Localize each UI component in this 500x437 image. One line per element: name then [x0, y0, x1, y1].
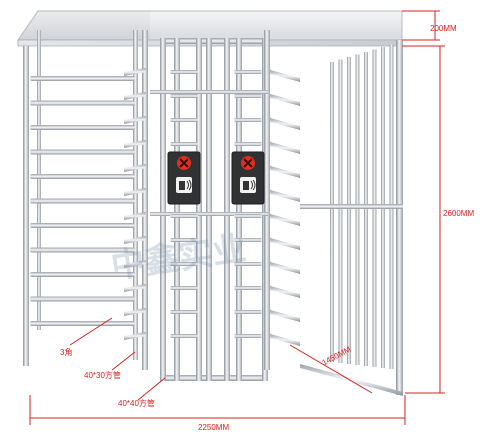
rotor-arm-inner-right — [234, 142, 262, 146]
rotor-right-shaft — [264, 30, 270, 370]
gate-top-rail — [160, 38, 268, 44]
right-cage-rail — [300, 204, 403, 209]
left-front-post — [23, 46, 29, 366]
rotor-arm-left — [124, 260, 146, 268]
rotor-arm-left — [124, 92, 146, 100]
rotor-arm-right — [270, 334, 300, 346]
rotor-arm-inner-left — [170, 214, 198, 218]
rotor-arm-right — [270, 238, 300, 250]
left-cage-bar — [30, 272, 135, 277]
rotor-arm-left — [124, 116, 146, 124]
rotor-arm-left — [124, 68, 146, 76]
stop-x-icon — [177, 156, 191, 170]
rotor-arm-right — [270, 310, 300, 322]
left-cage-bar — [30, 100, 135, 106]
gate-mid-rail — [150, 212, 268, 216]
gate-bottom-rail — [160, 375, 268, 381]
rotor-arm-right — [270, 70, 300, 82]
dim-top-height: 200MM — [430, 24, 457, 33]
rotor-arm-inner-left — [170, 142, 198, 146]
gate-post — [206, 38, 212, 381]
left-inner-post — [133, 30, 138, 360]
reader-panel-left — [167, 151, 201, 205]
left-cage-bar — [30, 149, 135, 155]
stop-x-icon — [241, 156, 255, 170]
right-cage-post — [330, 62, 334, 362]
rotor-arm-inner-left — [170, 70, 198, 74]
rotor-arm-inner-right — [234, 310, 262, 314]
rotor-arms — [124, 68, 300, 346]
right-corner-post — [396, 40, 403, 395]
rotor-arm-left — [124, 212, 146, 220]
card-reader-icon — [176, 177, 192, 193]
dim-total-width: 2250MM — [198, 423, 229, 432]
rotor-arm-inner-left — [170, 94, 198, 98]
rotor-arm-inner-left — [170, 118, 198, 122]
left-cage-bar — [30, 296, 135, 302]
rotor-arm-right — [270, 214, 300, 226]
right-cage-post — [355, 54, 360, 365]
rotor-arm-inner-right — [234, 94, 262, 98]
rotor-arm-right — [270, 190, 300, 202]
rotor-arm-left — [124, 284, 146, 292]
left-cage-bar — [30, 223, 135, 228]
center-gate — [142, 30, 270, 381]
rotor-arm-left — [124, 140, 146, 148]
rotor-left-shaft — [142, 30, 148, 370]
left-side-cage — [23, 30, 138, 366]
rotor-arm-right — [270, 262, 300, 274]
rotor-arm-inner-left — [170, 286, 198, 290]
rotor-arm-inner-right — [234, 118, 262, 122]
dim-total-height: 2600MM — [443, 209, 474, 218]
dim-tube-spec: 40*30方管 — [84, 370, 121, 380]
dim-bottom-tube-spec: 40*40方管 — [118, 398, 155, 408]
rotor-arm-inner-right — [234, 214, 262, 218]
left-cage-bar — [30, 76, 135, 81]
rotor-arm-right — [270, 286, 300, 298]
rotor-arm-left — [124, 308, 146, 316]
left-cage-bar — [30, 198, 135, 204]
roof — [17, 10, 403, 47]
gate-post — [196, 38, 202, 381]
gate-cross-rail — [150, 90, 268, 94]
rotor-arm-right — [270, 118, 300, 130]
rotor-arm-left — [124, 332, 146, 340]
gate-post — [174, 38, 180, 381]
dimension-lines — [29, 10, 445, 425]
dim-left-label: 3角 — [60, 347, 72, 357]
rotor-arm-left — [124, 188, 146, 196]
rotor-arm-inner-left — [170, 238, 198, 242]
rotor-arm-inner-left — [170, 334, 198, 338]
rotor-arm-right — [270, 142, 300, 154]
gate-post — [224, 38, 230, 381]
rotor-arm-left — [124, 236, 146, 244]
rotor-arm-inner-right — [234, 286, 262, 290]
right-cage-post — [338, 59, 343, 363]
gate-post — [236, 38, 242, 381]
rotor-arm-inner-right — [234, 334, 262, 338]
rotor-arm-inner-right — [234, 262, 262, 266]
left-cage-bar — [30, 174, 135, 179]
right-side-cage — [300, 40, 403, 396]
right-base-rail — [300, 364, 403, 396]
rotor-arm-right — [270, 166, 300, 178]
gate-post — [160, 38, 166, 381]
rotor-arm-left — [124, 164, 146, 172]
left-back-post — [37, 30, 41, 330]
rotor-arm-inner-left — [170, 262, 198, 266]
reader-panel-right — [231, 151, 265, 205]
rotor-arm-inner-right — [234, 70, 262, 74]
left-cage-bar — [30, 247, 135, 253]
rotor-arm-right — [270, 94, 300, 106]
rotor-arm-inner-right — [234, 238, 262, 242]
left-cage-bar — [30, 125, 135, 130]
left-cage-bar — [30, 321, 135, 326]
card-reader-icon — [240, 177, 256, 193]
right-cage-post — [347, 57, 351, 364]
rotor-arm-inner-left — [170, 310, 198, 314]
